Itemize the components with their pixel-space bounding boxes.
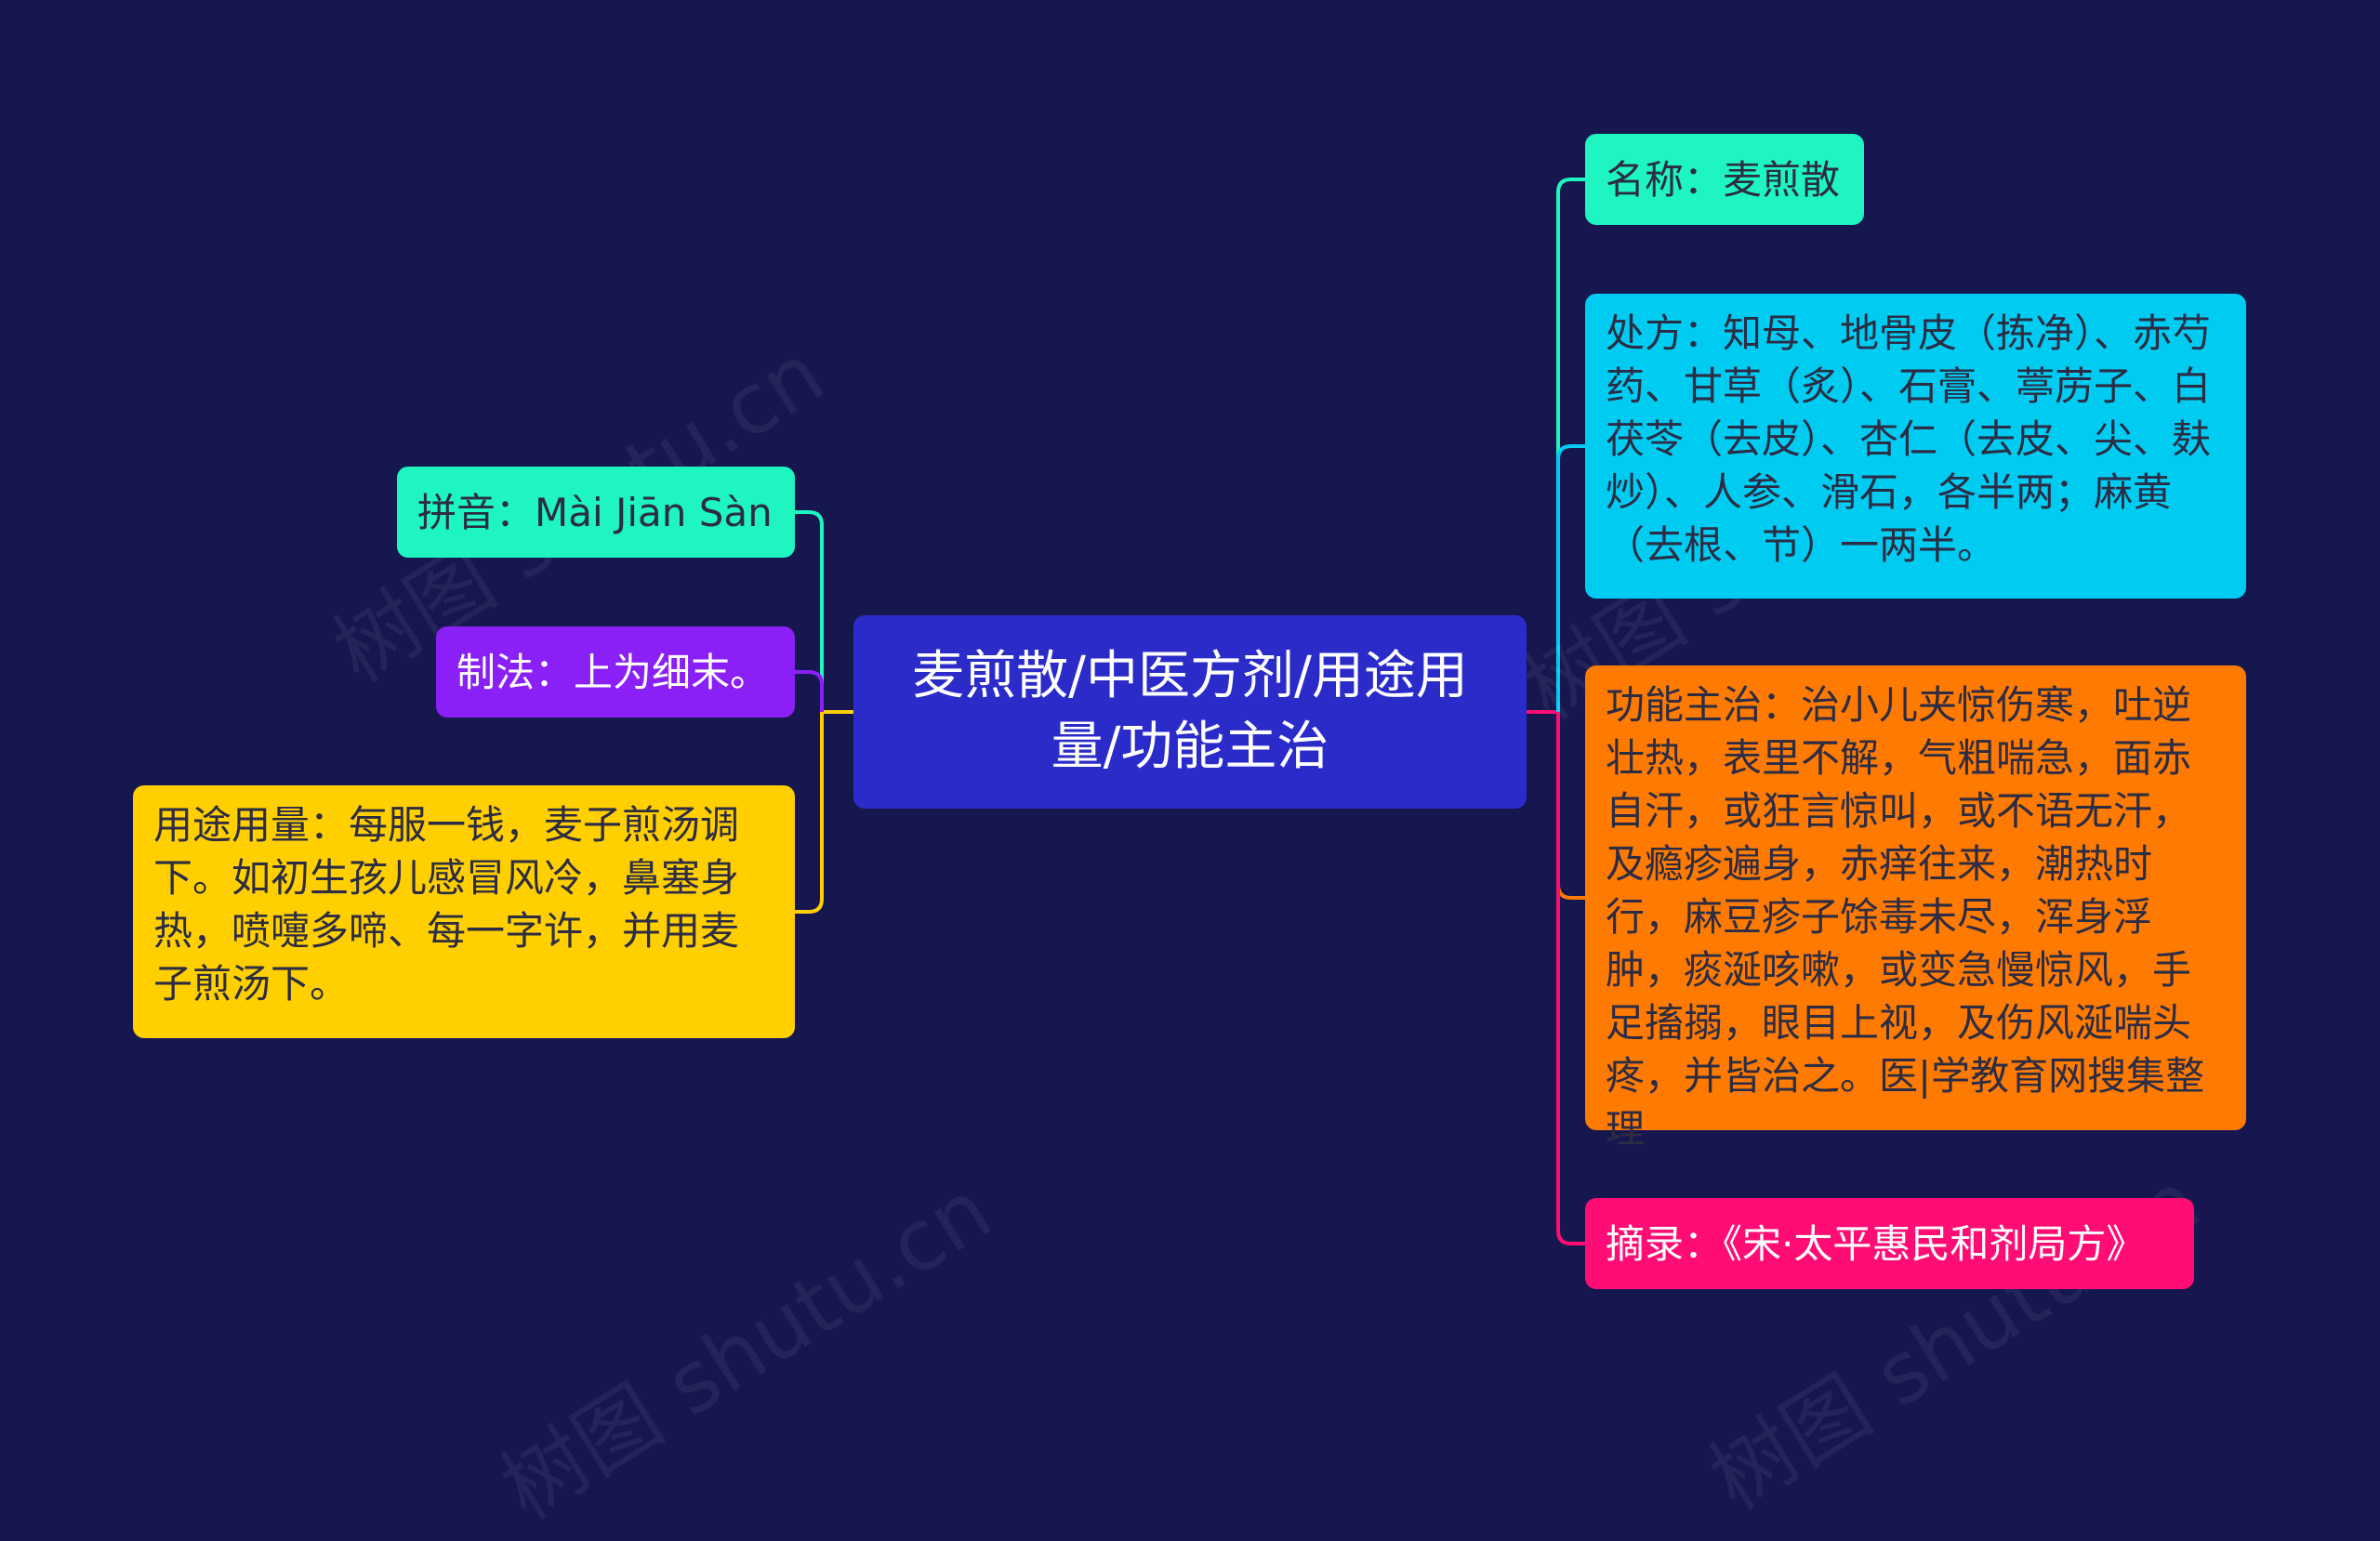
node-zhailu-label: 摘录：《宋·太平惠民和剂局方》	[1606, 1220, 2146, 1267]
node-yongtu[interactable]: 用途用量：每服一钱，麦子煎汤调下。如初生孩儿感冒风冷，鼻塞身热，喷嚏多啼、每一字…	[133, 785, 795, 1038]
node-zhifa[interactable]: 制法：上为细末。	[436, 626, 795, 718]
node-yongtu-label: 用途用量：每服一钱，麦子煎汤调下。如初生孩儿感冒风冷，鼻塞身热，喷嚏多啼、每一字…	[153, 802, 740, 1007]
connector-name	[1556, 178, 1585, 712]
connector-lines	[795, 178, 1585, 1245]
central-topic[interactable]: 麦煎散/中医方剂/用途用量/功能主治	[853, 615, 1527, 809]
node-chufang[interactable]: 处方：知母、地骨皮（拣净）、赤芍药、甘草（炙）、石膏、葶苈子、白茯苓（去皮）、杏…	[1585, 294, 2246, 599]
connector-chufang	[1556, 444, 1585, 712]
central-topic-label: 麦煎散/中医方剂/用途用量/功能主治	[912, 646, 1468, 777]
node-gongneng-label: 功能主治：治小儿夹惊伤寒，吐逆壮热，表里不解，气粗喘急，面赤自汗，或狂言惊叫，或…	[1606, 682, 2205, 1152]
node-zhifa-label: 制法：上为细末。	[456, 649, 770, 695]
node-gongneng[interactable]: 功能主治：治小儿夹惊伤寒，吐逆壮热，表里不解，气粗喘急，面赤自汗，或狂言惊叫，或…	[1585, 665, 2246, 1152]
connector-pinyin	[795, 510, 824, 712]
connector-zhailu	[1556, 712, 1585, 1245]
node-pinyin-label: 拼音：Mài Jiān Sàn	[417, 489, 773, 535]
node-zhailu[interactable]: 摘录：《宋·太平惠民和剂局方》	[1585, 1198, 2194, 1289]
connector-zhifa	[795, 670, 824, 712]
node-name-label: 名称：麦煎散	[1606, 156, 1841, 203]
node-pinyin[interactable]: 拼音：Mài Jiān Sàn	[397, 467, 795, 558]
node-name[interactable]: 名称：麦煎散	[1585, 134, 1864, 225]
mindmap-canvas: 树图 shutu.cn 树图 shutu.cn 树图 shutu.cn 树图 s…	[133, 134, 2246, 1538]
node-chufang-label: 处方：知母、地骨皮（拣净）、赤芍药、甘草（炙）、石膏、葶苈子、白茯苓（去皮）、杏…	[1606, 310, 2212, 568]
connector-yongtu	[795, 712, 824, 914]
